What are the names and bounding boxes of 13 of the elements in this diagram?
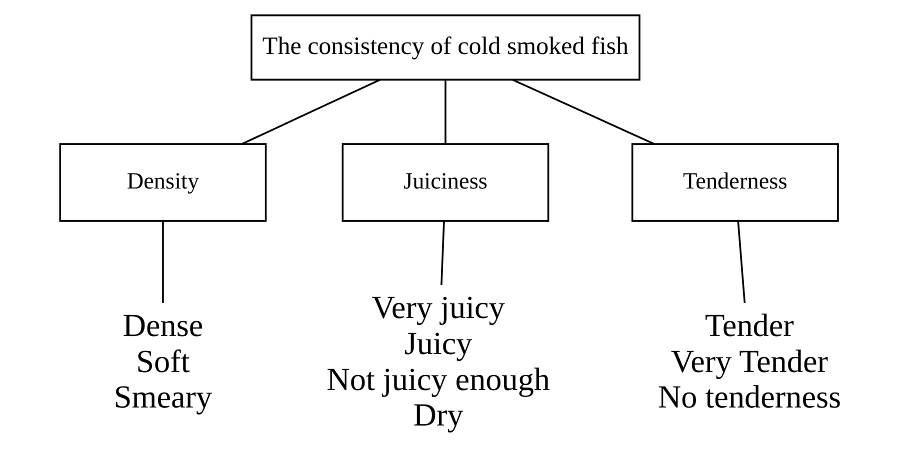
connector — [241, 78, 380, 145]
node-box: The consistency of cold smoked fish — [250, 14, 640, 81]
node-box: Juiciness — [341, 143, 549, 222]
connector — [512, 78, 654, 145]
connector — [162, 221, 164, 303]
connector — [444, 80, 446, 144]
connector — [736, 221, 746, 304]
node-text: Very juicy Juicy Not juicy enough Dry — [326, 289, 550, 433]
node-box: Density — [58, 143, 266, 222]
node-box: Tenderness — [630, 143, 838, 222]
connector — [440, 221, 444, 286]
node-text: Dense Soft Smeary — [113, 307, 212, 415]
node-text: Tender Very Tender No tenderness — [657, 307, 841, 415]
